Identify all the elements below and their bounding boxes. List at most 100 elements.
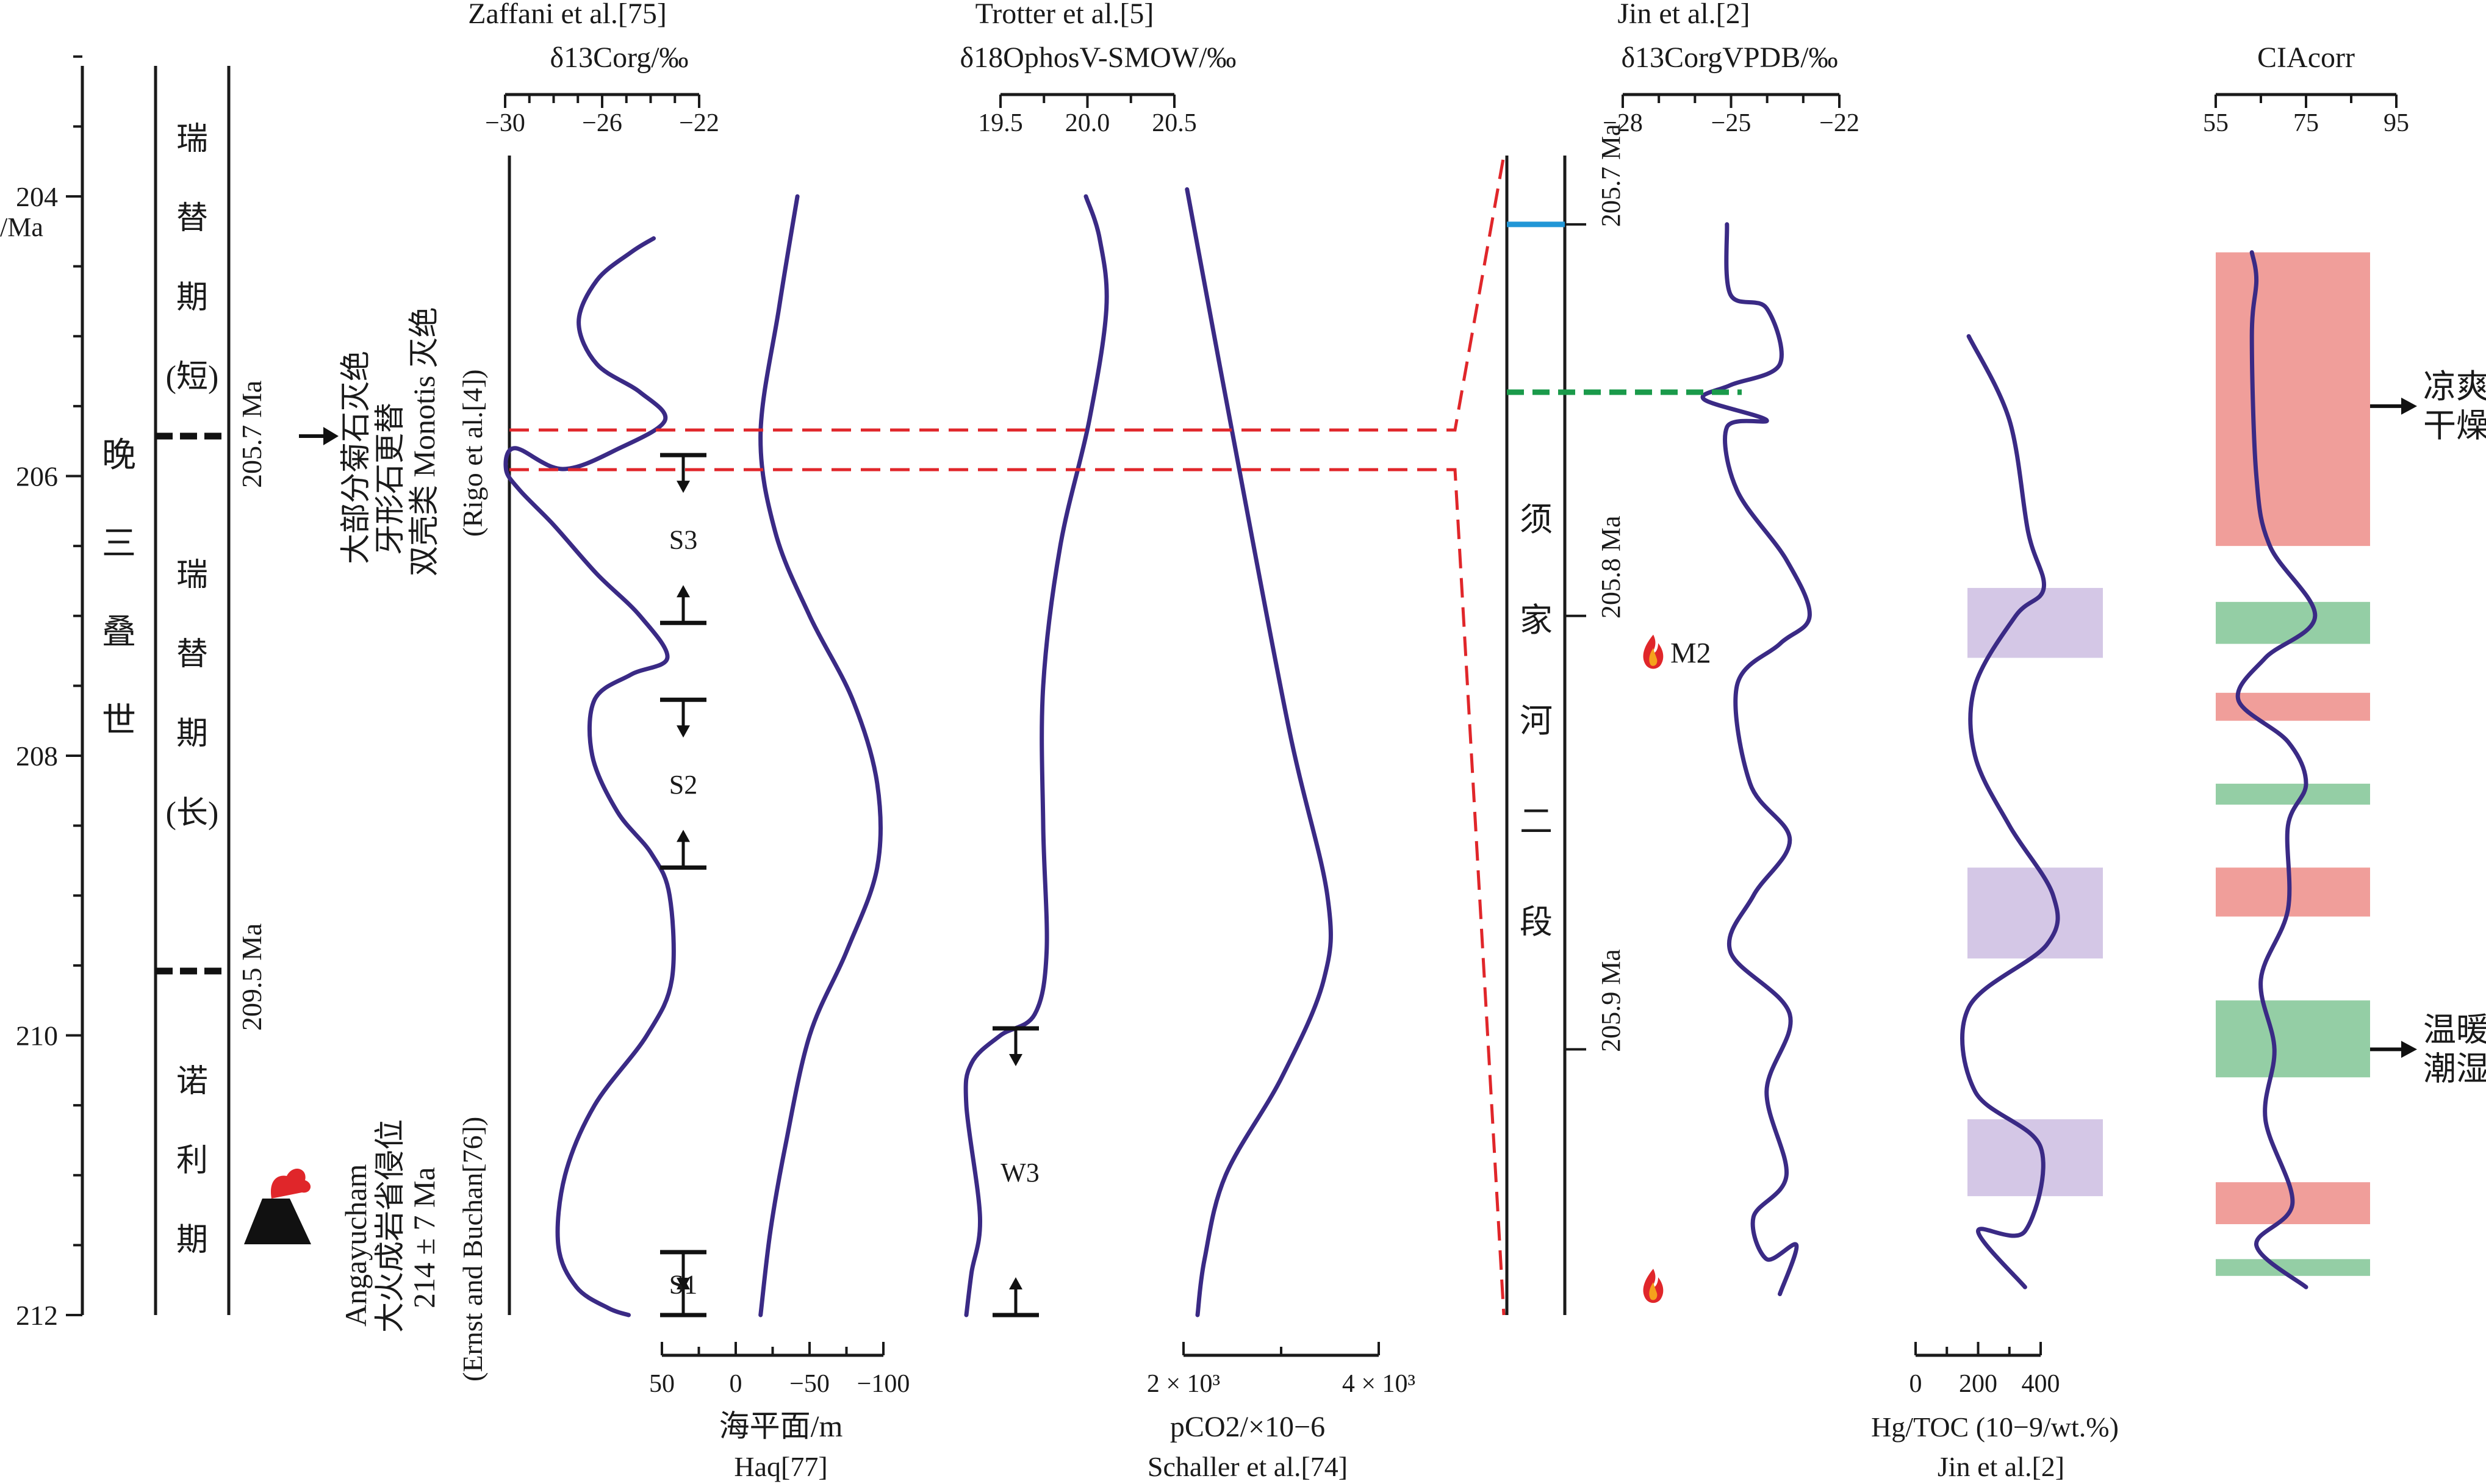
volcanic-text-2: 大火成岩省侵位: [373, 1119, 407, 1333]
fire-icon: [1643, 1269, 1664, 1303]
cia-annotation-line: 凉爽: [2423, 368, 2486, 405]
pco2-tick-label: 4 × 10³: [1342, 1370, 1415, 1398]
epoch-char: 三: [102, 525, 136, 563]
extinction-text-3: 双壳类 Monotis 灭绝: [407, 307, 441, 576]
sea-level-tick-label: 0: [730, 1370, 742, 1398]
formation-char: 二: [1520, 803, 1553, 840]
sequence-upper-marker-head: [677, 481, 690, 493]
jin-tick-label: −25: [1711, 109, 1751, 137]
hg-bands: [1967, 587, 2103, 1197]
zaffani-tick-label: −22: [679, 109, 719, 137]
extinction-text-2: 牙形石更替: [373, 403, 407, 555]
age-tick-label: 210: [16, 1020, 58, 1052]
trotter-d18o-curve: [963, 194, 1109, 1317]
hg-toc-tick-label: 400: [2022, 1370, 2060, 1398]
epoch-label: 晚三叠世: [102, 437, 136, 740]
cia-annotation-line: 潮湿: [2423, 1050, 2486, 1087]
volcano-icon: [244, 1169, 311, 1244]
age-axis: 204 206 208 210 212: [16, 55, 82, 1331]
stage-label: 瑞替期(长): [166, 558, 219, 831]
sea-level-label: 海平面/m: [719, 1409, 843, 1443]
curves: [503, 187, 2318, 1317]
volcanic-text-3: 214 ± 7 Ma: [407, 1167, 441, 1308]
cia-annotation-line: 温暖: [2423, 1011, 2486, 1048]
sequence-upper-marker-head: [677, 725, 690, 738]
trotter-author: Trotter et al.[5]: [975, 0, 1154, 30]
zaffani-tick-label: −30: [485, 109, 525, 137]
sequence-lower-marker-head: [677, 585, 690, 598]
section-age-label: 205.9 Ma: [1596, 949, 1626, 1052]
w3-label: W3: [1001, 1158, 1040, 1188]
stage-char: 诺: [176, 1064, 208, 1099]
cia-tick-label: 95: [2384, 109, 2409, 137]
sea-level-curve: [758, 194, 883, 1317]
fire-icon: [1643, 634, 1664, 669]
zaffani-author: Zaffani et al.[75]: [468, 0, 667, 30]
cia-axis-label: CIAcorr: [2257, 41, 2355, 74]
volcanic-reference: (Ernst and Buchan[76]): [457, 1117, 488, 1382]
age-tick-label: 212: [16, 1300, 58, 1331]
pco2-label: pCO2/×10−6: [1170, 1411, 1325, 1443]
stage-char: (短): [166, 360, 219, 395]
cia-band: [2216, 1259, 2370, 1276]
correlation-line-lower: [509, 468, 1506, 1316]
age-tick-label: 204: [16, 181, 58, 212]
cia-band: [2216, 252, 2370, 547]
correlation-line-upper: [509, 155, 1506, 432]
formation-char: 须: [1520, 501, 1553, 538]
haq-author: Haq[77]: [734, 1451, 827, 1482]
cia-annotation-text: 温暖潮湿: [2423, 1011, 2486, 1087]
stage-char: 替: [176, 201, 208, 236]
sea-level-tick-label: −50: [789, 1370, 830, 1398]
zaffani-axis-label: δ13Corg/‰: [550, 41, 688, 74]
trotter-tick-label: 20.0: [1065, 109, 1110, 137]
section-age-label: 205.8 Ma: [1596, 515, 1626, 618]
sequence-label: S1: [669, 1269, 697, 1299]
hg-toc-curve: [1960, 334, 2060, 1289]
correlation-lines: [509, 155, 1506, 1316]
w3-lower-marker-head: [1009, 1277, 1022, 1289]
stage-char: 利: [176, 1144, 208, 1178]
stage-char: (长): [166, 796, 219, 831]
cia-band: [2216, 783, 2370, 805]
trotter-tick-label: 20.5: [1152, 109, 1197, 137]
zaffani-tick-label: −26: [582, 109, 622, 137]
cia-band: [2216, 601, 2370, 644]
age-tick-label: 208: [16, 740, 58, 772]
extinction-arrow-head: [323, 427, 339, 445]
sea-level-tick-label: −100: [857, 1370, 910, 1398]
formation-char: 河: [1520, 703, 1553, 739]
hg-band: [1967, 1119, 2103, 1197]
hg-band: [1967, 867, 2103, 959]
formation-char: 家: [1520, 602, 1553, 639]
stage-char: 瑞: [176, 122, 208, 157]
sequence-lower-marker-head: [677, 830, 690, 842]
stage-char: 瑞: [176, 558, 208, 593]
cia-curve: [2235, 250, 2318, 1289]
epoch-char: 晚: [102, 437, 136, 475]
extinction-text-1: 大部分菊石灭绝: [339, 351, 373, 564]
sea-level-tick-label: 50: [649, 1370, 675, 1398]
m2-label: M2: [1670, 637, 1711, 670]
trotter-axis-label: δ18OphosV-SMOW/‰: [960, 41, 1237, 74]
jin-tick-label: −22: [1819, 109, 1859, 137]
cia-tick-label: 75: [2293, 109, 2319, 137]
sequence-lower-marker-head: [677, 1277, 690, 1289]
pco2-tick-label: 2 × 10³: [1147, 1370, 1220, 1398]
epoch-char: 世: [102, 702, 136, 740]
w3-upper-marker-head: [1009, 1054, 1022, 1067]
cia-tick-label: 55: [2203, 109, 2229, 137]
cia-annotation-text: 凉爽干燥: [2423, 368, 2486, 444]
jin-axis-label: δ13CorgVPDB/‰: [1621, 41, 1838, 74]
cia-band: [2216, 867, 2370, 917]
sequence-label: S3: [669, 525, 697, 555]
stage-label: 瑞替期(短): [166, 122, 219, 395]
stage-char: 期: [176, 717, 208, 751]
age-tick-label: 206: [16, 461, 58, 492]
cia-annotation-arrow-head: [2401, 1041, 2417, 1058]
epoch-char: 叠: [102, 614, 136, 651]
